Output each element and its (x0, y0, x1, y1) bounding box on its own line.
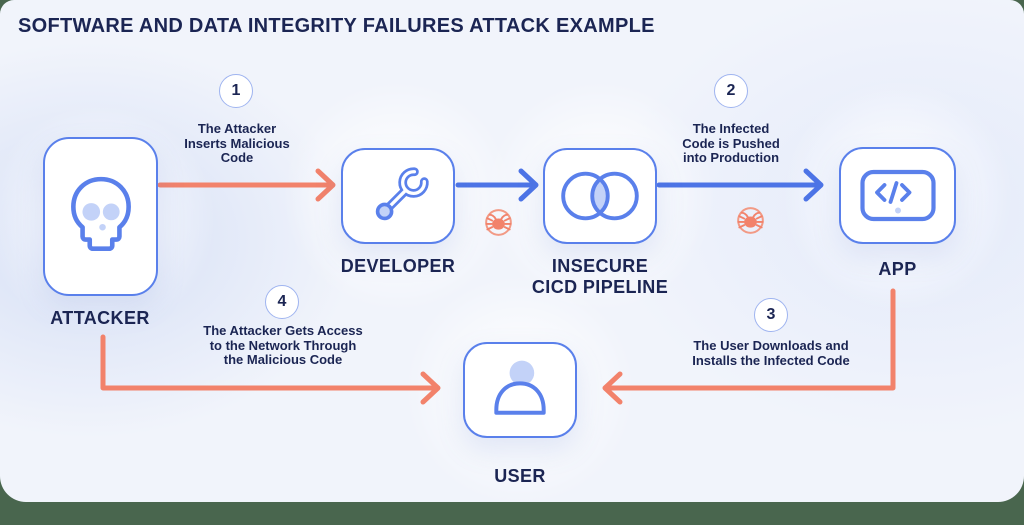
arrowhead-attacker-to-user (420, 371, 441, 405)
node-box-pipeline (543, 148, 657, 244)
step-1-circle: 1 (219, 74, 253, 108)
node-label-pipeline-line2: CICD PIPELINE (531, 277, 669, 297)
step-1-line1: The Attacker (197, 121, 277, 136)
step-4-line3: the Malicious Code (223, 352, 343, 367)
step-3-text: The User Downloads and Installs the Infe… (656, 338, 886, 368)
arrowhead-pipeline-to-app (803, 168, 824, 202)
step-2-number: 2 (726, 82, 736, 99)
arrowhead-app-to-user (602, 371, 623, 405)
bug-icon (480, 204, 517, 241)
node-label-pipeline: INSECURE CICD PIPELINE (520, 256, 680, 298)
venn-circles-icon (561, 171, 639, 221)
step-4-line2: to the Network Through (209, 337, 357, 353)
wrench-icon (375, 167, 429, 221)
step-1-text: The Attacker Inserts Malicious Code (157, 121, 317, 166)
node-box-user (463, 342, 577, 438)
step-2-line1: The Infected (692, 121, 770, 136)
page-title: SOFTWARE AND DATA INTEGRITY FAILURES ATT… (18, 15, 655, 37)
step-4-line1: The Attacker Gets Access (203, 323, 363, 338)
step-3-number: 3 (766, 306, 776, 323)
node-label-app: APP (878, 259, 917, 279)
node-label-developer: DEVELOPER (340, 256, 456, 276)
step-2-text: The Infected Code is Pushed into Product… (651, 121, 811, 166)
step-4-number: 4 (277, 293, 287, 310)
bug-icon (732, 202, 769, 239)
arrowhead-attacker-to-developer (315, 168, 336, 202)
step-3-line1: The User Downloads and (693, 338, 849, 353)
person-icon (494, 360, 546, 415)
step-3-line2: Installs the Infected Code (692, 352, 850, 368)
step-2-line3: into Production (682, 150, 780, 165)
step-3-circle: 3 (754, 298, 788, 332)
step-4-circle: 4 (265, 285, 299, 319)
arrowhead-developer-to-pipeline (518, 168, 539, 202)
node-box-attacker (43, 137, 158, 296)
step-4-text: The Attacker Gets Access to the Network … (168, 323, 398, 368)
skull-icon (70, 176, 131, 251)
node-box-app (839, 147, 956, 244)
step-1-line2: Inserts Malicious (184, 135, 290, 151)
diagram-card: SOFTWARE AND DATA INTEGRITY FAILURES ATT… (0, 0, 1024, 502)
step-2-circle: 2 (714, 74, 748, 108)
step-1-line3: Code (220, 150, 254, 165)
code-screen-icon (859, 169, 936, 221)
node-label-attacker: ATTACKER (50, 308, 150, 328)
node-box-developer (341, 148, 455, 244)
step-2-line2: Code is Pushed (682, 135, 780, 151)
node-label-user: USER (494, 466, 546, 486)
step-1-number: 1 (231, 82, 241, 99)
node-label-pipeline-line1: INSECURE (551, 256, 649, 276)
